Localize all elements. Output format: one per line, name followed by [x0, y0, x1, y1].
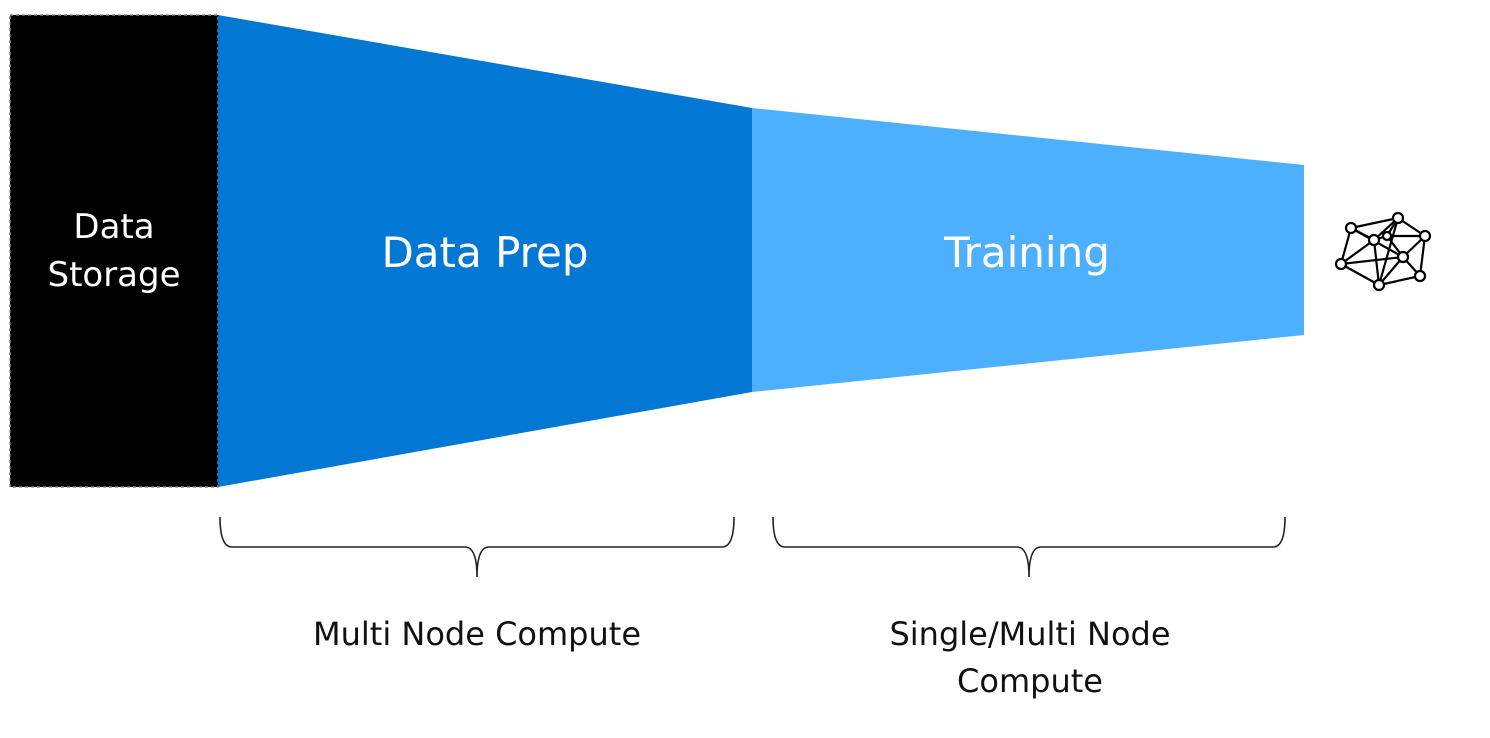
- training-stage: Training: [752, 108, 1304, 392]
- training-compute-caption-line2: Compute: [957, 662, 1103, 700]
- data-prep-compute-caption: Multi Node Compute: [313, 615, 641, 653]
- data-storage-block: Data Storage: [9, 14, 219, 488]
- data-storage-box: [9, 14, 219, 488]
- data-prep-brace: [219, 516, 735, 578]
- neural-network-icon: [1334, 211, 1432, 292]
- data-prep-stage: Data Prep: [218, 15, 752, 487]
- data-storage-label-line2: Storage: [47, 255, 180, 295]
- data-prep-funnel: [218, 15, 752, 487]
- data-prep-label: Data Prep: [381, 228, 588, 277]
- training-funnel: [752, 108, 1304, 392]
- training-label: Training: [943, 228, 1110, 277]
- training-brace: [772, 516, 1286, 578]
- data-storage-label-line1: Data: [73, 207, 154, 247]
- training-compute-caption-line1: Single/Multi Node: [889, 615, 1170, 653]
